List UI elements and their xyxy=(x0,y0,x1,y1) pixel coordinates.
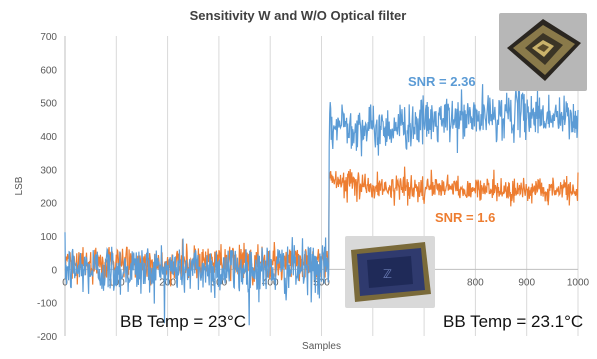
x-tick-label: 0 xyxy=(62,277,68,288)
bb-temp-right: BB Temp = 23.1°C xyxy=(443,312,584,331)
y-tick-label: 700 xyxy=(40,32,57,43)
x-tick-label: 800 xyxy=(467,277,484,288)
y-tick-label: 600 xyxy=(40,65,57,76)
y-tick-label: -100 xyxy=(37,299,57,310)
x-tick-label: 1000 xyxy=(567,277,590,288)
x-tick-label: 400 xyxy=(262,277,279,288)
y-tick-label: 200 xyxy=(40,199,57,210)
x-tick-label: 300 xyxy=(211,277,228,288)
y-tick-label: 0 xyxy=(51,265,57,276)
y-tick-label: 100 xyxy=(40,232,57,243)
svg-text:ℤ: ℤ xyxy=(383,267,392,281)
sensor-chip-image-top xyxy=(499,13,587,91)
x-tick-label: 500 xyxy=(313,277,330,288)
y-tick-label: 400 xyxy=(40,132,57,143)
bb-temp-left: BB Temp = 23°C xyxy=(120,312,247,331)
sensor-chip-image-bottom: ℤ xyxy=(345,236,435,308)
x-axis-label: Samples xyxy=(302,341,341,352)
x-tick-label: 900 xyxy=(518,277,535,288)
snr-high-label: SNR = 2.36 xyxy=(408,74,476,89)
series-line xyxy=(64,84,579,326)
y-tick-label: -200 xyxy=(37,332,57,343)
y-tick-label: 300 xyxy=(40,165,57,176)
snr-low-label: SNR = 1.6 xyxy=(435,210,496,225)
sensor-chip-photo-bottom: ℤ xyxy=(345,236,435,308)
sensor-chip-photo-top xyxy=(499,13,587,91)
y-tick-label: 500 xyxy=(40,99,57,110)
chart-title: Sensitivity W and W/O Optical filter xyxy=(190,8,407,23)
y-axis-label: LSB xyxy=(14,176,25,195)
